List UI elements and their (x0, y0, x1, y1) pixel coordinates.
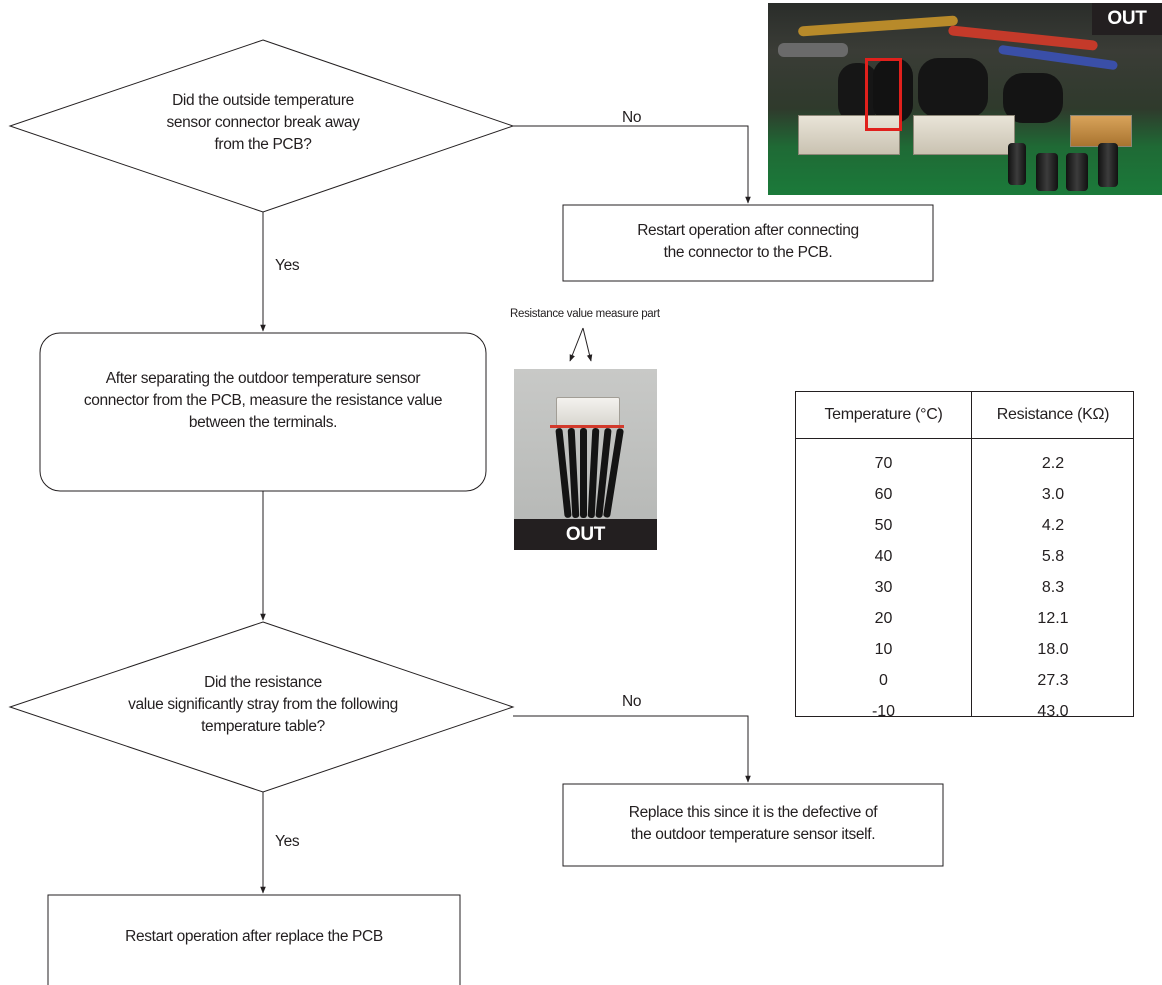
action-connect-shape (562, 204, 934, 282)
temperature-resistance-table: Temperature (°C) Resistance (KΩ) 70 2.2 … (795, 391, 1134, 720)
label-no-2: No (622, 693, 642, 710)
table-cell-temperature: -10 (871, 703, 896, 720)
table-cell-temperature: 30 (874, 579, 893, 596)
caption-pointer-left (569, 327, 584, 362)
table-cell-resistance: 12.1 (1037, 610, 1069, 627)
table-cell-resistance: 18.0 (1037, 641, 1069, 658)
decision-1-text: Did the outside temperature sensor conne… (166, 92, 360, 153)
label-yes-1: Yes (275, 257, 300, 274)
table-header-row (796, 392, 1133, 439)
connector-no-2 (513, 715, 751, 783)
table-cell-temperature: 40 (874, 548, 893, 565)
connector-caption: Resistance value measure part (510, 308, 660, 320)
connector-highlight-box (865, 58, 902, 131)
table-cell-resistance: 3.0 (1041, 486, 1065, 503)
table-cell-temperature: 70 (874, 455, 893, 472)
table-cell-resistance: 4.2 (1041, 517, 1065, 534)
table-cell-resistance: 8.3 (1041, 579, 1065, 596)
pcb-photo: OUT (768, 3, 1162, 195)
action-connect-text: Restart operation after connecting the c… (637, 222, 859, 261)
table-cell-temperature: 50 (874, 517, 893, 534)
header-temperature: Temperature (°C) (824, 406, 943, 423)
action-replace-pcb-shape (47, 894, 461, 985)
action-replace-pcb-text: Restart operation after replace the PCB (125, 928, 383, 945)
header-resistance: Resistance (KΩ) (996, 406, 1110, 423)
table-cell-resistance: 27.3 (1037, 672, 1069, 689)
table-cell-temperature: 60 (874, 486, 893, 503)
decision-2-text: Did the resistance value significantly s… (128, 674, 398, 735)
table-cell-resistance: 5.8 (1041, 548, 1065, 565)
table-column-divider (971, 392, 972, 716)
action-measure-text: After separating the outdoor temperature… (83, 370, 443, 431)
pcb-out-tag: OUT (1092, 3, 1162, 35)
table-cell-resistance: 2.2 (1041, 455, 1065, 472)
caption-pointer-right (582, 327, 593, 362)
connector-out-tag: OUT (514, 519, 657, 550)
label-yes-2: Yes (275, 833, 300, 850)
table-cell-temperature: 0 (879, 672, 888, 689)
table-cell-temperature: 10 (874, 641, 893, 658)
table-cell-temperature: 20 (874, 610, 893, 627)
action-replace-sensor-shape (562, 783, 944, 867)
label-no-1: No (622, 109, 642, 126)
connector-no-1 (513, 125, 751, 204)
connector-photo: OUT (514, 369, 657, 550)
table-cell-resistance: 43.0 (1037, 703, 1069, 720)
action-replace-sensor-text: Replace this since it is the defective o… (628, 804, 878, 843)
